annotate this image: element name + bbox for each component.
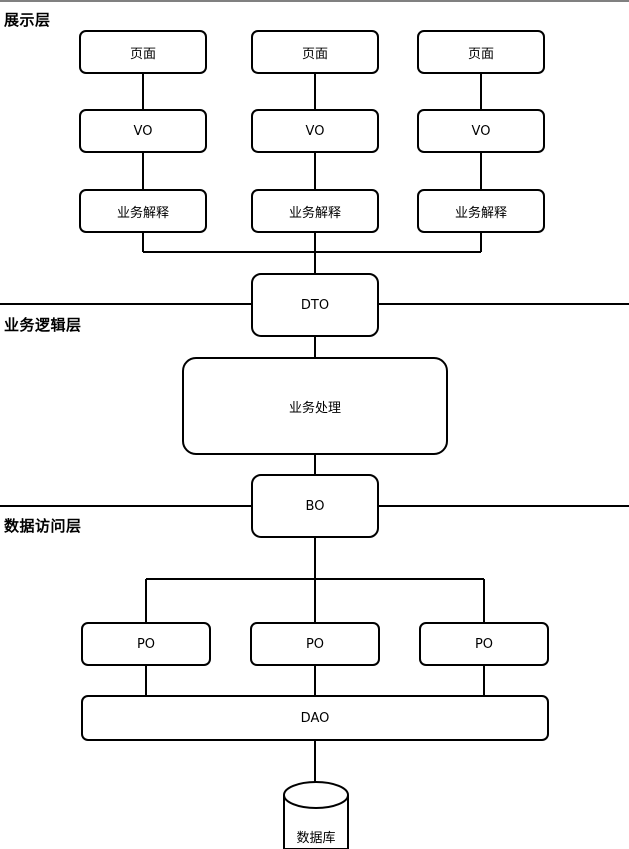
database-cylinder [283, 781, 349, 849]
bo-node-label: BO [305, 498, 325, 514]
vo-node: VO [251, 109, 379, 153]
po-node: PO [419, 622, 549, 666]
dto-node: DTO [251, 273, 379, 337]
interpreter-node-label: 业务解释 [116, 205, 169, 221]
page-node-label: 页面 [301, 46, 328, 62]
business-processing-label: 业务处理 [288, 400, 341, 416]
bo-node: BO [251, 474, 379, 538]
po-node: PO [250, 622, 380, 666]
interpreter-node-label: 业务解释 [288, 205, 341, 221]
page-node: 页面 [417, 30, 545, 74]
vo-node-label: VO [471, 123, 491, 139]
po-node-label: PO [305, 636, 325, 652]
vo-node: VO [417, 109, 545, 153]
page-node-label: 页面 [129, 46, 156, 62]
interpreter-node: 业务解释 [251, 189, 379, 233]
dao-node: DAO [81, 695, 549, 741]
layer-label-data-access: 数据访问层 [4, 517, 82, 535]
page-node: 页面 [251, 30, 379, 74]
vo-node: VO [79, 109, 207, 153]
vo-node-label: VO [305, 123, 325, 139]
dao-node-label: DAO [300, 710, 330, 726]
interpreter-node: 业务解释 [417, 189, 545, 233]
page-node: 页面 [79, 30, 207, 74]
po-node-label: PO [136, 636, 156, 652]
interpreter-node-label: 业务解释 [454, 205, 507, 221]
interpreter-node: 业务解释 [79, 189, 207, 233]
layer-label-business: 业务逻辑层 [4, 316, 82, 334]
vo-node-label: VO [133, 123, 153, 139]
po-node: PO [81, 622, 211, 666]
database-label: 数据库 [296, 831, 336, 846]
po-node-label: PO [474, 636, 494, 652]
business-processing-node: 业务处理 [182, 357, 448, 455]
dto-node-label: DTO [300, 297, 330, 313]
layer-label-presentation: 展示层 [4, 11, 51, 29]
page-node-label: 页面 [467, 46, 494, 62]
